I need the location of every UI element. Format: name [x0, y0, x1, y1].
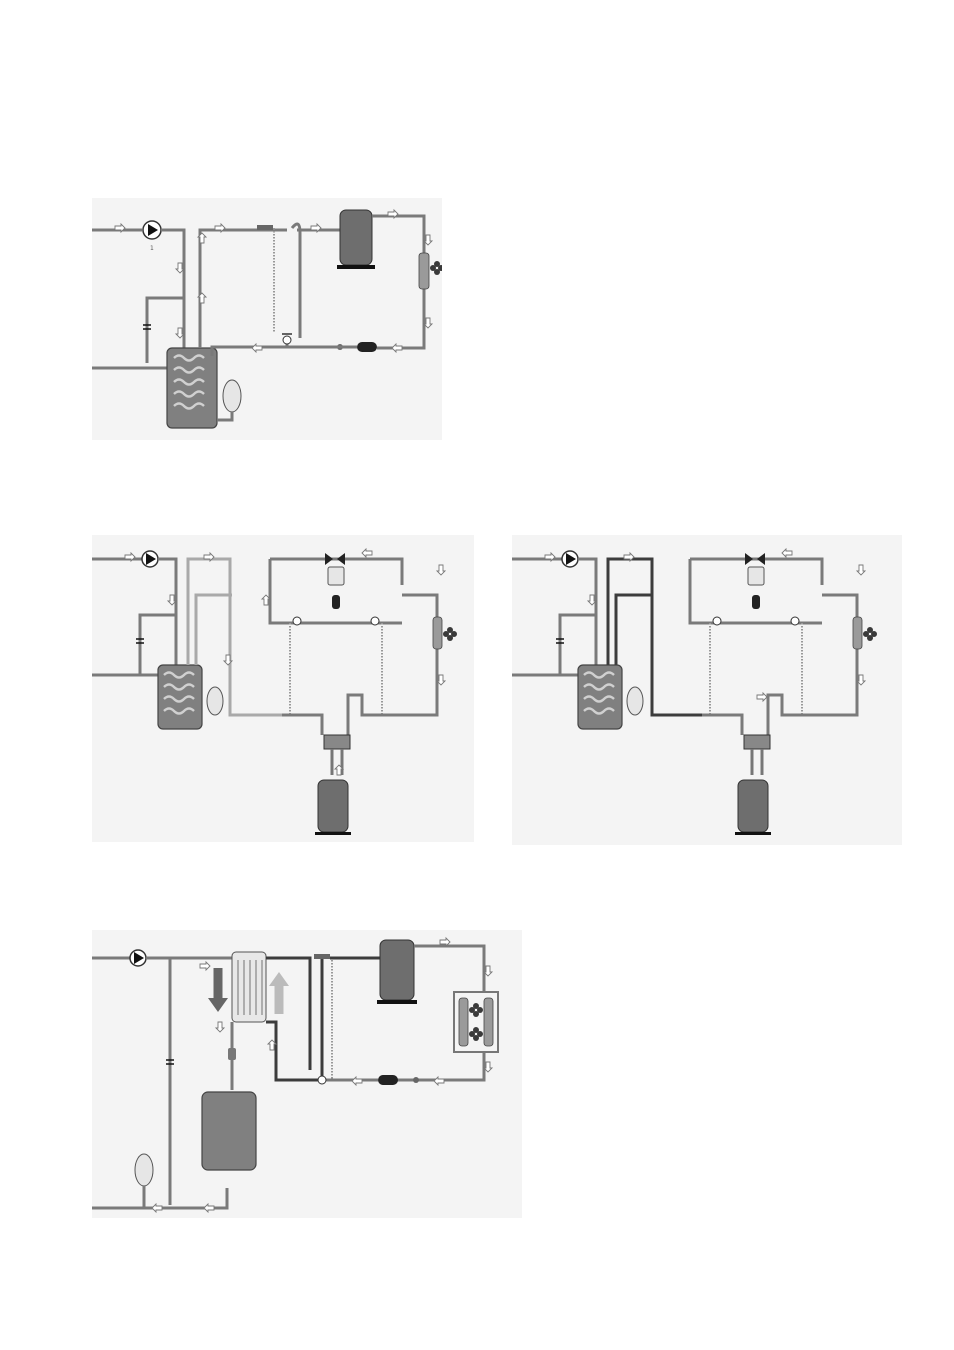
- refrigerant-pipe: [266, 956, 324, 1082]
- storage-tank-icon: [157, 664, 203, 730]
- fan-icon: [863, 627, 877, 641]
- tank-coil: [173, 354, 205, 410]
- fan-icon: [443, 627, 457, 641]
- capacitor-symbol: [166, 1059, 174, 1065]
- pump-icon: [142, 220, 162, 240]
- return-pipe: [92, 958, 229, 1210]
- hot-gas-pipe: [198, 222, 302, 348]
- expansion-vessel-icon: [222, 379, 242, 413]
- heating-circuit-pipe: [186, 557, 282, 717]
- diagram-2-svg: [92, 547, 457, 835]
- tank-coil: [583, 671, 615, 715]
- flow-up-arrowhead: [269, 972, 289, 986]
- pump-icon: [561, 550, 579, 568]
- diagram-reversible-cooling: [512, 535, 902, 845]
- pump-out-pipe: [158, 557, 178, 665]
- flow-arrow-icon: [124, 547, 447, 776]
- expansion-valve-icon: [317, 1075, 327, 1085]
- expansion-valve-icon: [292, 616, 380, 626]
- compressor-loop: [282, 593, 439, 735]
- pump-out-pipe: [578, 557, 598, 665]
- compressor-icon: [377, 939, 417, 1004]
- filter-drier-icon: [752, 595, 760, 609]
- diagram-4-svg: [92, 936, 499, 1214]
- diagram-1-svg: 1: [92, 208, 442, 429]
- pump-out-pipe: [161, 228, 186, 358]
- check-valve-icon: [745, 553, 765, 565]
- flow-arrow-icon: [544, 547, 867, 703]
- fan-icon: [430, 261, 442, 275]
- flow-arrow-icon: [151, 936, 494, 1214]
- pump-marker-label: 1: [150, 245, 154, 252]
- condenser-pipe: [372, 214, 426, 350]
- four-way-circuit: [688, 557, 824, 625]
- compressor-icon: [315, 779, 351, 835]
- bypass-pipe: [138, 613, 176, 675]
- pump-icon: [129, 949, 147, 967]
- condenser-pipe: [392, 944, 486, 1082]
- bypass-pipe: [145, 296, 184, 363]
- liquid-pipe: [285, 338, 357, 349]
- capillary-line: [289, 623, 383, 715]
- four-way-valve-icon: [323, 734, 351, 775]
- filter-drier-icon: [332, 595, 340, 609]
- tank-coil: [163, 671, 195, 715]
- heat-exchanger-icon: [852, 616, 863, 650]
- expansion-vessel-icon: [134, 1153, 154, 1187]
- compressor-icon: [735, 779, 771, 835]
- heat-exchanger-icon: [453, 991, 499, 1053]
- receiver-icon: [357, 342, 377, 352]
- sensor-icon-2: [314, 954, 330, 959]
- compressor-icon: [337, 209, 375, 269]
- capillary-line: [709, 623, 803, 715]
- expansion-valve-icon: [712, 616, 800, 626]
- heating-circuit-pipe: [606, 557, 702, 717]
- expansion-pipe: [210, 345, 287, 356]
- diagram-heat-pump-basic: 1: [92, 198, 442, 440]
- sensor-icon: [257, 225, 273, 230]
- flow-down-arrowhead: [208, 998, 228, 1012]
- diagram-reversible-heating: [92, 535, 474, 842]
- sensor-icon: [228, 1048, 236, 1060]
- vessel-pipe: [217, 412, 234, 422]
- flow-arrow-icon: [114, 208, 434, 354]
- diagram-3-svg: [512, 547, 877, 835]
- check-valve-icon: [325, 553, 345, 565]
- buffer-tank-icon: [201, 1091, 257, 1171]
- receiver-icon: [747, 566, 765, 586]
- heat-exchanger-icon: [418, 252, 430, 290]
- four-way-valve-icon: [743, 734, 771, 775]
- fan-icon: [469, 1003, 483, 1041]
- capacitor-symbol: [556, 638, 564, 644]
- diagram-plate-exchanger-system: [92, 930, 522, 1218]
- four-way-circuit: [268, 557, 404, 625]
- receiver-icon: [327, 566, 345, 586]
- compressor-loop: [702, 593, 859, 735]
- storage-tank-icon: [577, 664, 623, 730]
- plate-heat-exchanger-icon: [231, 951, 267, 1023]
- heat-exchanger-icon: [432, 616, 443, 650]
- capacitor-symbol: [136, 638, 144, 644]
- expansion-valve-icon: [282, 333, 292, 345]
- expansion-vessel-icon: [206, 686, 224, 716]
- capacitor-symbol: [143, 324, 151, 330]
- pump-icon: [141, 550, 159, 568]
- bypass-pipe: [558, 613, 596, 675]
- expansion-vessel-icon: [626, 686, 644, 716]
- receiver-icon: [378, 1075, 398, 1085]
- sight-glass-icon: [413, 1077, 419, 1083]
